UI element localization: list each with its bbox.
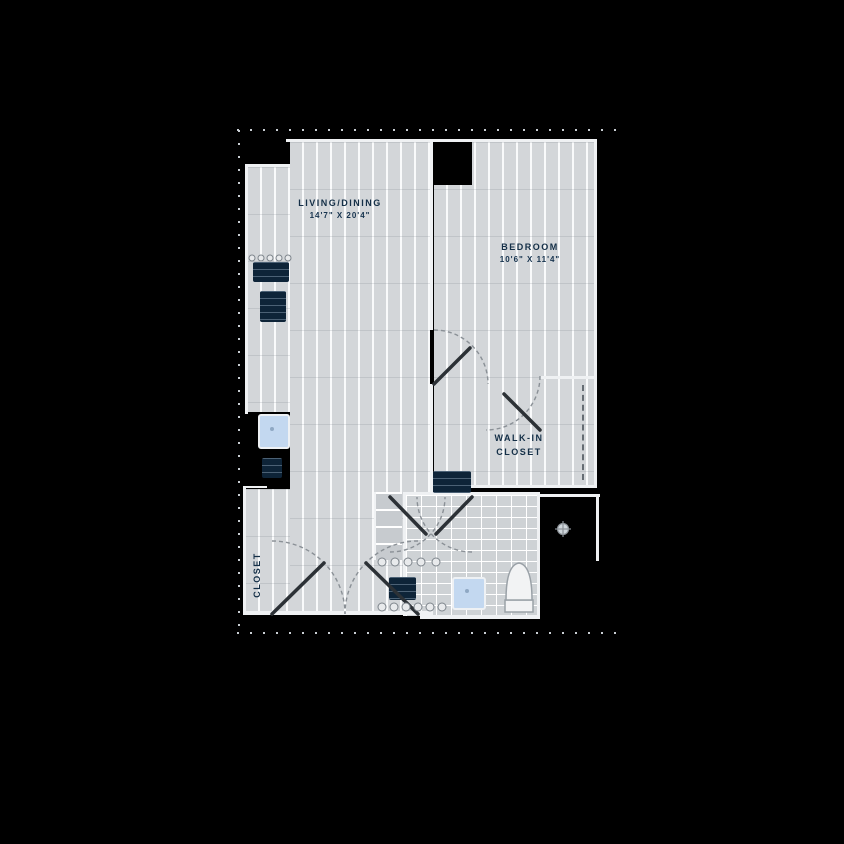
bedroom-dims: 10'6" X 11'4": [499, 255, 561, 264]
dishwasher-icon: [262, 458, 282, 478]
wall-top: [286, 139, 597, 142]
wall-bath-right: [537, 495, 540, 616]
living-room-dims: 14'7" X 20'4": [309, 211, 371, 220]
kitchen-nook-floor: [248, 167, 290, 412]
wall-kitchen-top: [245, 164, 290, 167]
wall-bath-left: [403, 492, 406, 616]
walk-in-closet-name-line2: CLOSET: [496, 447, 542, 457]
bedroom-notch: [430, 140, 472, 185]
closet-rod-icon: [582, 385, 584, 480]
bedroom-name: BEDROOM: [501, 242, 559, 252]
wall-bottom-right: [420, 615, 540, 619]
cabinet-knobs: [248, 254, 447, 612]
door-leaf: [432, 346, 472, 386]
bedroom-label-group: BEDROOM 10'6" X 11'4": [468, 240, 592, 266]
range-icon: [253, 262, 289, 282]
wall-wic-bottom: [434, 485, 597, 488]
dimension-ticks-bottom: [237, 632, 621, 634]
living-room-label-group: LIVING/DINING 14'7" X 20'4": [278, 196, 402, 222]
living-room-floor: [290, 142, 430, 615]
door-swing-arcs: [271, 329, 541, 615]
wall-right: [594, 142, 597, 488]
wall-bottom-left: [243, 611, 433, 615]
door-leaves: [270, 346, 542, 616]
living-room-name: LIVING/DINING: [298, 198, 382, 208]
wall-vestibule-top: [540, 494, 600, 497]
closet-name: CLOSET: [252, 552, 262, 598]
kitchen-sink-icon: [258, 414, 290, 449]
door-leaf: [434, 495, 474, 536]
dimension-ticks-left: [238, 130, 240, 633]
dimension-ticks-top: [237, 129, 621, 131]
partition-chase: [430, 142, 434, 615]
bath-sink-icon: [452, 577, 486, 610]
closet-floor: [246, 489, 290, 615]
wall-bedroom-wic: [540, 376, 597, 379]
door-leaf: [502, 392, 542, 432]
door-swing-icon: [389, 496, 446, 553]
walk-in-closet-label-group: WALK-IN CLOSET: [477, 431, 561, 459]
wall-left-upper: [245, 164, 248, 414]
fridge-icon: [260, 291, 286, 322]
wall-closet-top: [243, 486, 267, 488]
door-leaf: [270, 561, 326, 616]
drain-icon: [270, 427, 274, 431]
light-icon: [555, 521, 571, 537]
wall-vestibule-right: [596, 497, 599, 561]
door-swing-icon: [433, 329, 489, 385]
bedroom-floor: [434, 142, 597, 488]
door-swing-icon: [416, 496, 473, 553]
walk-in-closet-name-line1: WALK-IN: [494, 433, 544, 443]
wall-living-bedroom-upper: [430, 142, 433, 330]
wall-bath-top: [403, 492, 540, 495]
toilet-icon: [504, 562, 534, 613]
washer-dryer-icon: [433, 471, 471, 493]
door-leaf: [388, 495, 428, 536]
wall-living-bedroom-lower: [430, 384, 433, 492]
wall-left-lower: [243, 486, 246, 615]
drain-icon: [465, 589, 469, 593]
